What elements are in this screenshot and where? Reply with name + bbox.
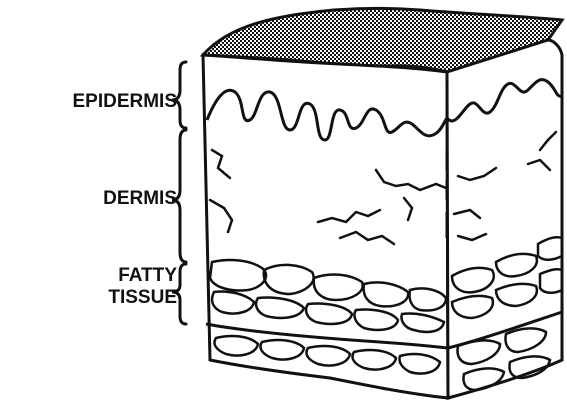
dermis-bracket <box>172 130 186 262</box>
fatty-tissue-bracket <box>172 264 186 324</box>
epidermis-bracket <box>172 62 186 128</box>
